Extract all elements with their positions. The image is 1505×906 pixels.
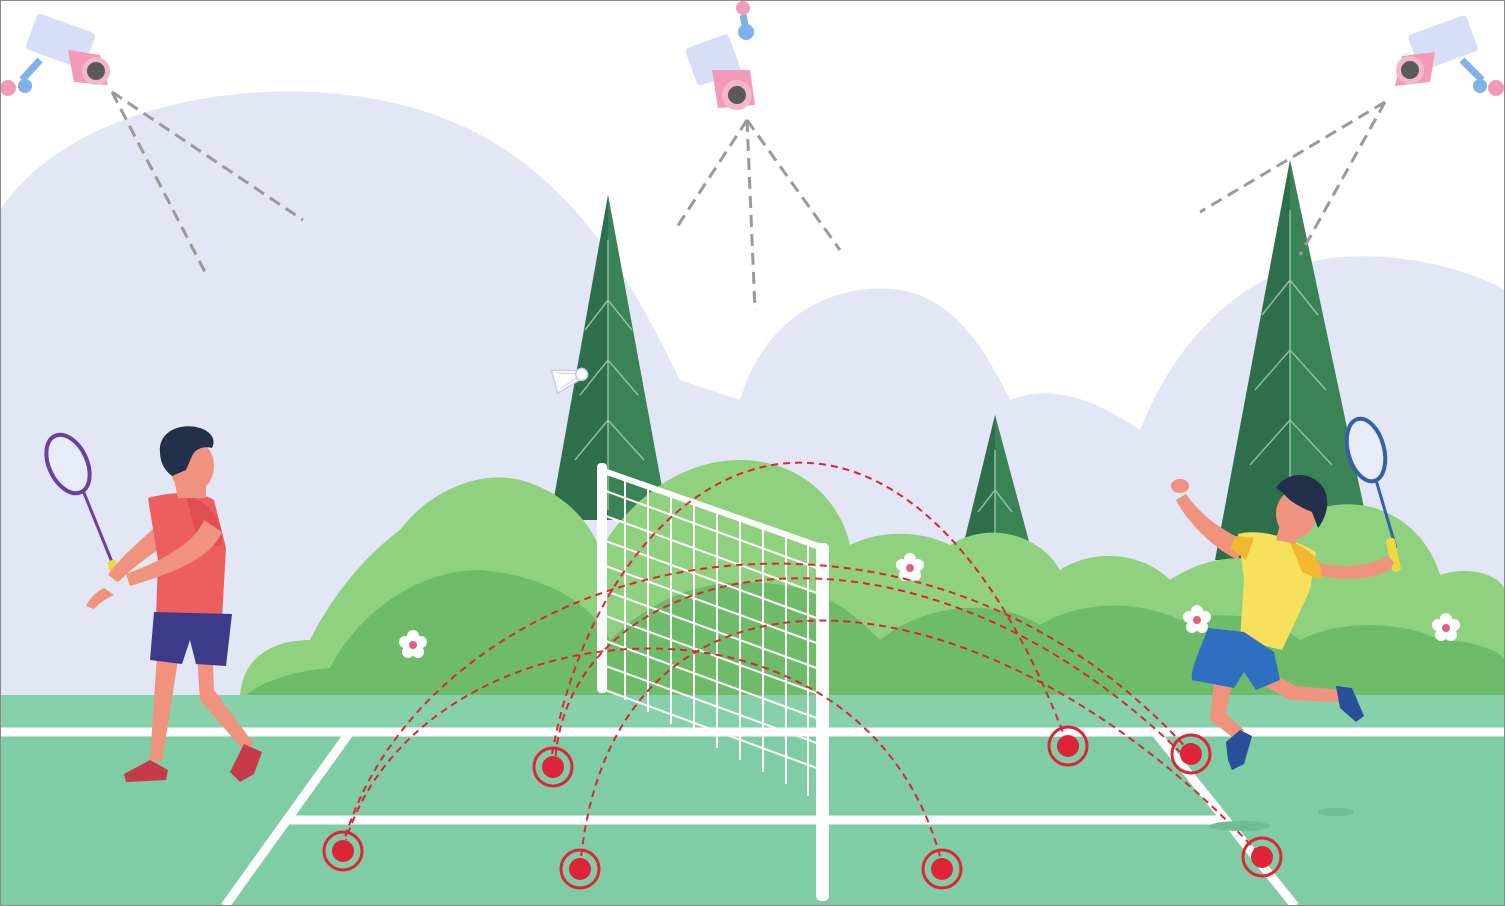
- racket-icon: [1344, 416, 1401, 572]
- flower-icon: [896, 553, 924, 581]
- flower-icon: [1432, 613, 1460, 641]
- landing-marker: [532, 746, 574, 788]
- camera-icon: [1199, 15, 1504, 256]
- camera-icon: [673, 1, 842, 311]
- trajectory-line: [345, 647, 944, 869]
- trajectories: [341, 461, 1263, 869]
- landing-marker: [921, 848, 963, 890]
- bush-shadow: [240, 570, 1505, 700]
- bushes: [240, 460, 1505, 700]
- court: [0, 695, 1505, 906]
- net-post-left: [597, 463, 607, 693]
- right-player: [1171, 416, 1401, 831]
- trajectory-line: [579, 619, 1263, 869]
- landing-marker: [559, 848, 601, 890]
- trajectory-line: [549, 461, 1069, 767]
- shuttlecock-icon: [550, 367, 589, 395]
- camera-icon: [0, 13, 304, 273]
- net-post-right: [816, 543, 829, 901]
- landing-marker: [1241, 836, 1283, 878]
- trajectory-line: [341, 562, 1191, 849]
- flower-icon: [399, 630, 427, 658]
- hill-left: [0, 91, 1505, 700]
- cameras: [0, 1, 1504, 311]
- landing-marker: [1047, 725, 1089, 767]
- tree-left-shade: [608, 195, 668, 520]
- landing-marker: [1170, 733, 1212, 775]
- left-player: [44, 426, 262, 782]
- trajectory-line: [554, 577, 1181, 769]
- flower-icon: [1183, 605, 1211, 633]
- landing-markers: [322, 725, 1283, 890]
- landing-marker: [322, 830, 364, 872]
- flowers: [399, 553, 1460, 658]
